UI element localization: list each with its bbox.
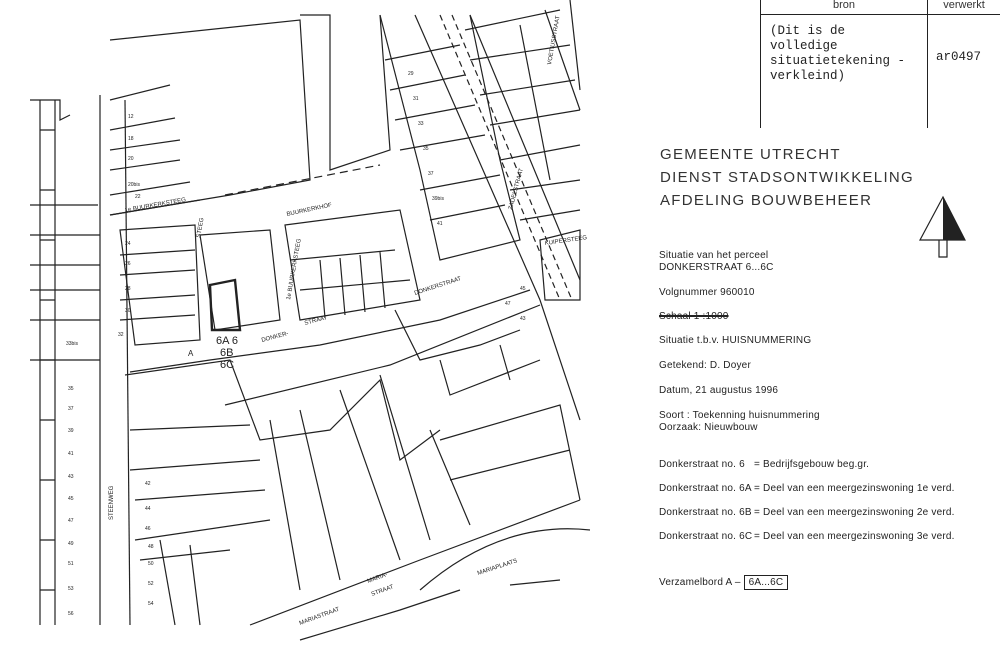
house-number: 45 [520, 286, 526, 292]
house-number: 37 [68, 406, 74, 412]
parcel-label-6b: 6B [220, 347, 233, 359]
house-number: 43 [520, 316, 526, 322]
address-desc: = Deel van een meergezinswoning 2e verd. [754, 507, 955, 518]
heading-line-3: AFDELING BOUWBEHEER [660, 192, 873, 209]
house-number: 24 [125, 241, 131, 247]
house-number: 32 [118, 332, 124, 338]
situation-purpose: Situatie t.b.v. HUISNUMMERING [659, 335, 812, 346]
address-desc: = Deel van een meergezinswoning 3e verd. [754, 531, 955, 542]
house-number: 26 [125, 261, 131, 267]
processed-code: ar0497 [936, 50, 982, 64]
house-number: 49 [68, 541, 74, 547]
house-number: 41 [437, 221, 443, 227]
heading-line-2: DIENST STADSONTWIKKELING [660, 169, 915, 186]
house-number: 12 [128, 114, 134, 120]
board-label-a: A [188, 349, 194, 358]
map-linework [30, 0, 591, 641]
street-label-zadelstraat: ZADELSTRAAT [508, 168, 525, 211]
street-label-steeg: STEEG [196, 217, 205, 238]
address-label: Donkerstraat no. 6B [659, 507, 752, 518]
cadastral-map: STEENWEG 1e BUURKERKSTEEG BUURKERKHOF ST… [30, 0, 591, 641]
house-number: 39bis [432, 196, 444, 202]
address-label: Donkerstraat no. 6A [659, 483, 752, 494]
house-number: 52 [148, 581, 154, 587]
street-label-straat: STRAAT [304, 315, 328, 327]
house-number: 47 [68, 518, 74, 524]
house-number: 31 [413, 96, 419, 102]
scale: Schaal 1 :1000 [659, 311, 729, 322]
street-label-mariaplaats: MARIAPLAATS [477, 558, 518, 577]
house-number: 41 [68, 451, 74, 457]
address-row: Donkerstraat no. 6A= Deel van een meerge… [659, 483, 955, 494]
house-number: 35 [68, 386, 74, 392]
situation-label: Situatie van het perceel [659, 250, 769, 261]
north-arrow-icon [918, 195, 966, 258]
street-label-steenweg: STEENWEG [109, 485, 115, 520]
house-number: 44 [145, 506, 151, 512]
street-label-straat-2: STRAAT [371, 584, 395, 598]
address-row: Donkerstraat no. 6C= Deel van een meerge… [659, 531, 955, 542]
house-number: 42 [145, 481, 151, 487]
house-number: 51 [68, 561, 74, 567]
address-row: Donkerstraat no. 6 = Bedrijfsgebouw beg.g… [659, 459, 869, 470]
column-header-source: bron [760, 0, 928, 15]
parcel-label-6a-6: 6A 6 [216, 335, 238, 347]
house-number: 43 [68, 474, 74, 480]
collection-board-label: Verzamelbord A – [659, 577, 741, 588]
address-desc: = Deel van een meergezinswoning 1e verd. [754, 483, 955, 494]
date: Datum, 21 augustus 1996 [659, 385, 779, 396]
sequence-number: Volgnummer 960010 [659, 287, 755, 298]
house-number: 20 [128, 156, 134, 162]
street-label-kuipersteeg: KUIPERSTEEG [544, 235, 587, 247]
address-label: Donkerstraat no. 6C [659, 531, 753, 542]
house-number: 39 [68, 428, 74, 434]
house-number: 30 [125, 308, 131, 314]
house-number: 29 [408, 71, 414, 77]
house-number: 54 [148, 601, 154, 607]
house-number: 50 [148, 561, 154, 567]
cause: Oorzaak: Nieuwbouw [659, 422, 758, 433]
address-desc: = Bedrijfsgebouw beg.gr. [754, 459, 870, 470]
parcel-house-numbers: 6A 6 6B 6C A [188, 335, 238, 371]
house-number: 33bis [66, 341, 78, 347]
street-label-buurkerkhof: BUURKERKHOF [286, 202, 333, 218]
house-number: 47 [505, 301, 511, 307]
collection-board: Verzamelbord A – 6A...6C [659, 575, 789, 590]
house-number: 45 [68, 496, 74, 502]
drawn-by: Getekend: D. Doyer [659, 360, 751, 371]
address-row: Donkerstraat no. 6B= Deel van een meerge… [659, 507, 955, 518]
heading-line-1: GEMEENTE UTRECHT [660, 146, 841, 163]
house-number: 33 [418, 121, 424, 127]
house-number: 20bis [128, 182, 140, 188]
source-table: bron verwerkt (Dit is de volledige situa… [760, 0, 1000, 128]
address-label: Donkerstraat no. 6 [659, 459, 745, 470]
house-number: 48 [148, 544, 154, 550]
street-label-donkerstraat: DONKERSTRAAT [414, 276, 463, 297]
source-text: (Dit is de volledige situatietekening - … [770, 24, 906, 83]
house-number: 56 [68, 611, 74, 617]
house-number: 46 [145, 526, 151, 532]
street-label-mariastraat: MARIASTRAAT [299, 607, 341, 627]
parcel-label-6c: 6C [220, 359, 234, 371]
house-number: 53 [68, 586, 74, 592]
column-header-processed: verwerkt [928, 0, 1000, 15]
situation-address: DONKERSTRAAT 6...6C [659, 262, 774, 273]
street-label-donker: DONKER- [261, 331, 289, 344]
street-label-maria: MARIA- [367, 572, 389, 585]
house-number: 37 [428, 171, 434, 177]
house-number: 28 [125, 286, 131, 292]
house-number: 22 [135, 194, 141, 200]
collection-board-value: 6A...6C [743, 575, 789, 590]
type: Soort : Toekenning huisnummering [659, 410, 820, 421]
house-number: 18 [128, 136, 134, 142]
house-number: 35 [423, 146, 429, 152]
street-label-buurkerksteeg: 1e BUURKERKSTEEG [124, 197, 186, 214]
